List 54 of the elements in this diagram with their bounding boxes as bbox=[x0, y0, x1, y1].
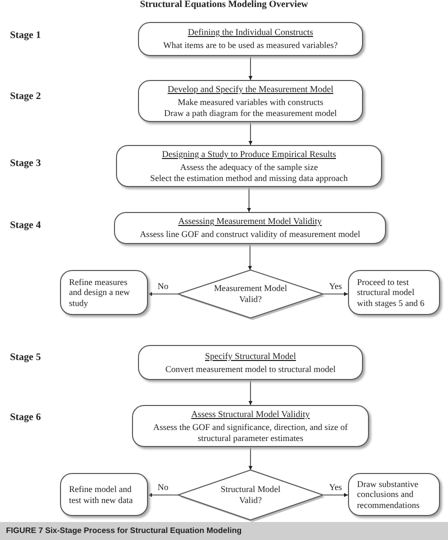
outcome-box bbox=[348, 473, 440, 516]
step-description: Make measured variables with constructs bbox=[178, 97, 324, 108]
step-description: Assess the GOF and significance, direction, and size of structural parameter estimates bbox=[152, 422, 349, 444]
arrow bbox=[248, 244, 252, 270]
outcome-text: Refine model and test with new data bbox=[69, 484, 134, 506]
arrow bbox=[248, 380, 252, 406]
figure-caption: FIGURE 7 Six-Stage Process for Structural Equation Modeling bbox=[0, 522, 448, 540]
step-description: Assess line GOF and construct validity of measurement model bbox=[140, 229, 360, 240]
decision-diamond bbox=[178, 270, 323, 318]
outcome-text: Refine measures and design a new study bbox=[69, 276, 131, 308]
process-box bbox=[138, 22, 363, 56]
edge-label: Yes bbox=[329, 482, 342, 492]
edge-label: Yes bbox=[329, 281, 342, 291]
step-heading: Assessing Measurement Model Validity bbox=[178, 216, 322, 228]
step-heading: Assess Structural Model Validity bbox=[191, 408, 310, 420]
outcome-box bbox=[60, 270, 148, 315]
step-description: What items are to be used as measured variables? bbox=[163, 40, 338, 51]
process-box bbox=[138, 345, 363, 380]
outcome-box bbox=[348, 270, 440, 315]
decision-text: Structural Model Valid? bbox=[220, 484, 282, 506]
step-description: Convert measurement model to structural model bbox=[165, 364, 336, 374]
arrow bbox=[247, 186, 251, 212]
stage-label: Stage 5 bbox=[10, 352, 41, 363]
arrow bbox=[248, 446, 252, 470]
arrow bbox=[322, 292, 348, 296]
edge-label: No bbox=[158, 281, 168, 291]
decision-diamond bbox=[178, 470, 323, 520]
stage-label: Stage 6 bbox=[10, 412, 41, 423]
step-heading: Develop and Specify the Measurement Model bbox=[168, 84, 334, 96]
arrow bbox=[248, 56, 252, 80]
edge-label: No bbox=[158, 482, 168, 492]
process-box bbox=[132, 405, 369, 447]
arrow bbox=[322, 493, 348, 497]
step-description: Assess the adequacy of the sample size bbox=[180, 162, 318, 173]
arrow bbox=[148, 493, 178, 497]
outcome-text: Draw substantive conclusions and recommendations bbox=[357, 478, 421, 510]
process-box bbox=[138, 80, 363, 122]
stage-label: Stage 1 bbox=[10, 30, 41, 41]
stage-label: Stage 2 bbox=[10, 91, 41, 102]
process-box bbox=[116, 145, 382, 187]
step-heading: Defining the Individual Constructs bbox=[188, 27, 314, 38]
diagram-title: Structural Equations Modeling Overview bbox=[138, 0, 310, 10]
step-description: Draw a path diagram for the measurement model bbox=[164, 108, 337, 118]
arrow bbox=[248, 122, 252, 146]
decision-text: Measurement Model Valid? bbox=[212, 283, 288, 305]
outcome-box bbox=[60, 473, 148, 516]
stage-label: Stage 3 bbox=[10, 158, 41, 169]
step-heading: Specify Structural Model bbox=[205, 350, 296, 362]
process-box bbox=[114, 212, 386, 244]
arrow bbox=[148, 292, 178, 296]
stage-label: Stage 4 bbox=[10, 220, 41, 231]
outcome-text: Proceed to test structural model with stages 5 and 6 bbox=[357, 276, 426, 308]
step-description: Select the estimation method and missing data approach bbox=[150, 172, 348, 184]
step-heading: Designing a Study to Produce Empirical Results bbox=[162, 148, 336, 160]
